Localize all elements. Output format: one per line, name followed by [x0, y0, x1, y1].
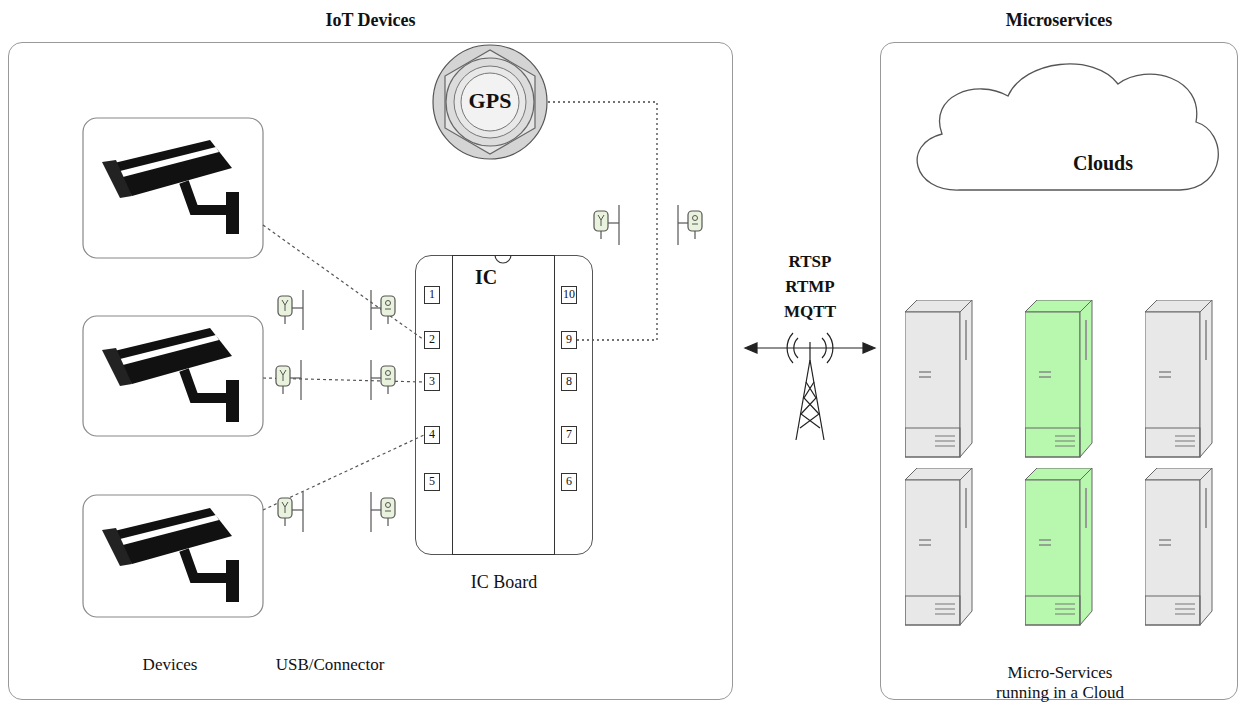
board-caption: IC Board	[416, 572, 592, 593]
pin-box: 3	[424, 373, 440, 391]
gps-module: GPS	[432, 44, 548, 160]
server	[905, 300, 972, 457]
protocol-label: MQTT	[784, 302, 836, 322]
cloud-shape: Clouds	[898, 52, 1228, 197]
usb-connector	[278, 290, 303, 330]
column-label: Devices	[143, 655, 198, 675]
chip-notch	[495, 255, 511, 263]
pin-number: 6	[562, 474, 576, 490]
usb-connector	[371, 360, 395, 400]
server	[905, 468, 972, 625]
usb-connector	[278, 492, 303, 532]
server	[1145, 300, 1212, 457]
pin-box: 2	[424, 331, 440, 349]
protocol-label: RTMP	[785, 277, 834, 297]
usb-connector	[371, 290, 395, 330]
server	[1145, 468, 1212, 625]
camera-box	[83, 118, 263, 258]
camera-icon	[102, 140, 239, 234]
gps-wire	[548, 102, 657, 340]
usb-connector	[678, 205, 702, 245]
pin-number: 4	[425, 427, 439, 443]
pin-box: 9	[561, 331, 577, 349]
column-label: USB/Connector	[276, 655, 385, 675]
usb-connector	[371, 492, 395, 532]
pin-box: 5	[424, 473, 440, 491]
camera-box	[83, 316, 263, 436]
ic-chip: IC	[452, 255, 555, 555]
pin-number: 7	[562, 427, 576, 443]
pin-box: 4	[424, 426, 440, 444]
server	[1025, 468, 1092, 625]
usb-connector	[594, 205, 619, 245]
pin-number: 9	[562, 332, 576, 348]
device-panel: IoT DevicesGPSIC BoardIC12345678910	[8, 42, 733, 700]
usb-connector	[276, 360, 301, 400]
pin-box: 10	[561, 286, 577, 304]
radio-tower	[745, 333, 875, 440]
pin-number: 2	[425, 332, 439, 348]
cloud-outline	[898, 52, 1228, 197]
camera-box	[83, 495, 263, 617]
ic-board: IC BoardIC12345678910	[415, 255, 593, 555]
chip-label: IC	[475, 266, 497, 289]
cloud-label: Clouds	[1073, 152, 1133, 175]
pin-number: 5	[425, 474, 439, 490]
pin-box: 8	[561, 373, 577, 391]
panel-caption: Micro-Services running in a Cloud	[980, 663, 1140, 702]
pin-number: 8	[562, 374, 576, 390]
camera-icon	[102, 508, 239, 602]
camera-icon	[102, 328, 239, 422]
protocol-label: RTSP	[789, 252, 832, 272]
camera-wire	[263, 225, 424, 340]
pin-number: 3	[425, 374, 439, 390]
cloud-panel: MicroservicesMicro-Services running in a…	[880, 42, 1238, 700]
server	[1025, 300, 1092, 457]
gps-label: GPS	[432, 88, 548, 113]
pin-number: 1	[425, 287, 439, 303]
panel-title: Microservices	[881, 10, 1237, 31]
pin-box: 6	[561, 473, 577, 491]
panel-title: IoT Devices	[9, 10, 732, 31]
pin-box: 7	[561, 426, 577, 444]
pin-number: 10	[562, 287, 576, 303]
pin-box: 1	[424, 286, 440, 304]
